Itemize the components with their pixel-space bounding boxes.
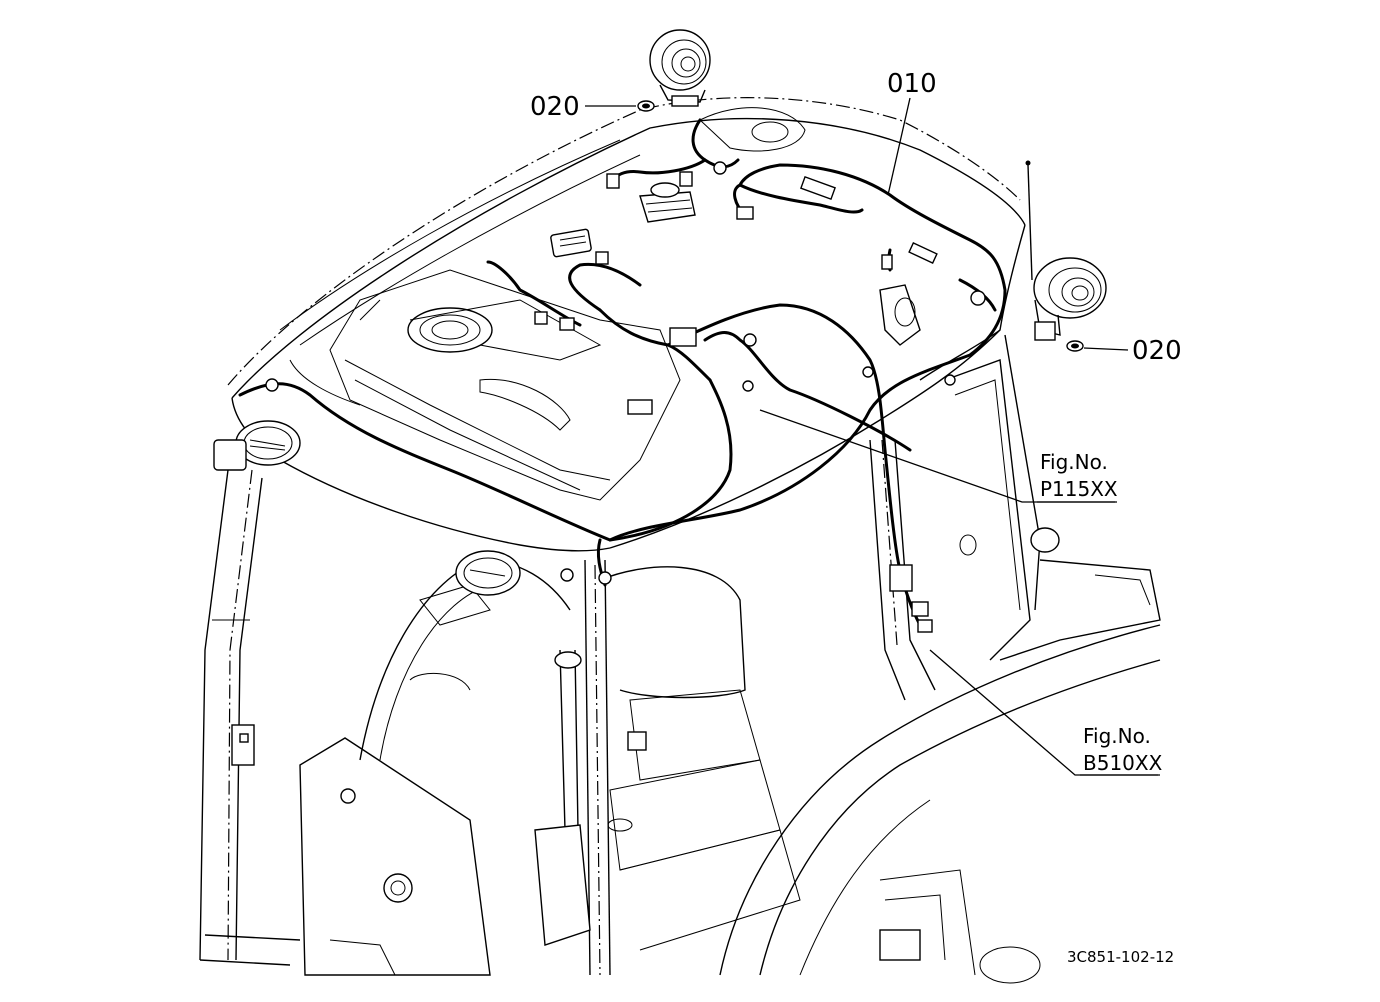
callout-020-right: 020 xyxy=(1132,336,1182,366)
drawing-code: 3C851-102-12 xyxy=(1067,948,1174,966)
work-light-front-left xyxy=(213,420,301,471)
ref-top-code: P115XX xyxy=(1040,477,1118,501)
callout-020-left: 020 xyxy=(530,92,580,122)
cab-roof xyxy=(227,97,1026,552)
wiring-harness xyxy=(238,118,1007,633)
ref-bottom-prefix: Fig.No. xyxy=(1083,724,1151,748)
ref-bottom-code: B510XX xyxy=(1083,751,1163,775)
callout-010: 010 xyxy=(887,69,937,99)
work-light-top xyxy=(649,29,711,107)
work-light-right xyxy=(1033,257,1107,341)
work-lights xyxy=(213,29,1107,596)
leader-lines xyxy=(585,97,1160,776)
work-light-front-center xyxy=(455,550,521,596)
washer-markers xyxy=(637,100,1084,352)
ref-top-prefix: Fig.No. xyxy=(1040,450,1108,474)
cab-frame xyxy=(199,334,1161,984)
